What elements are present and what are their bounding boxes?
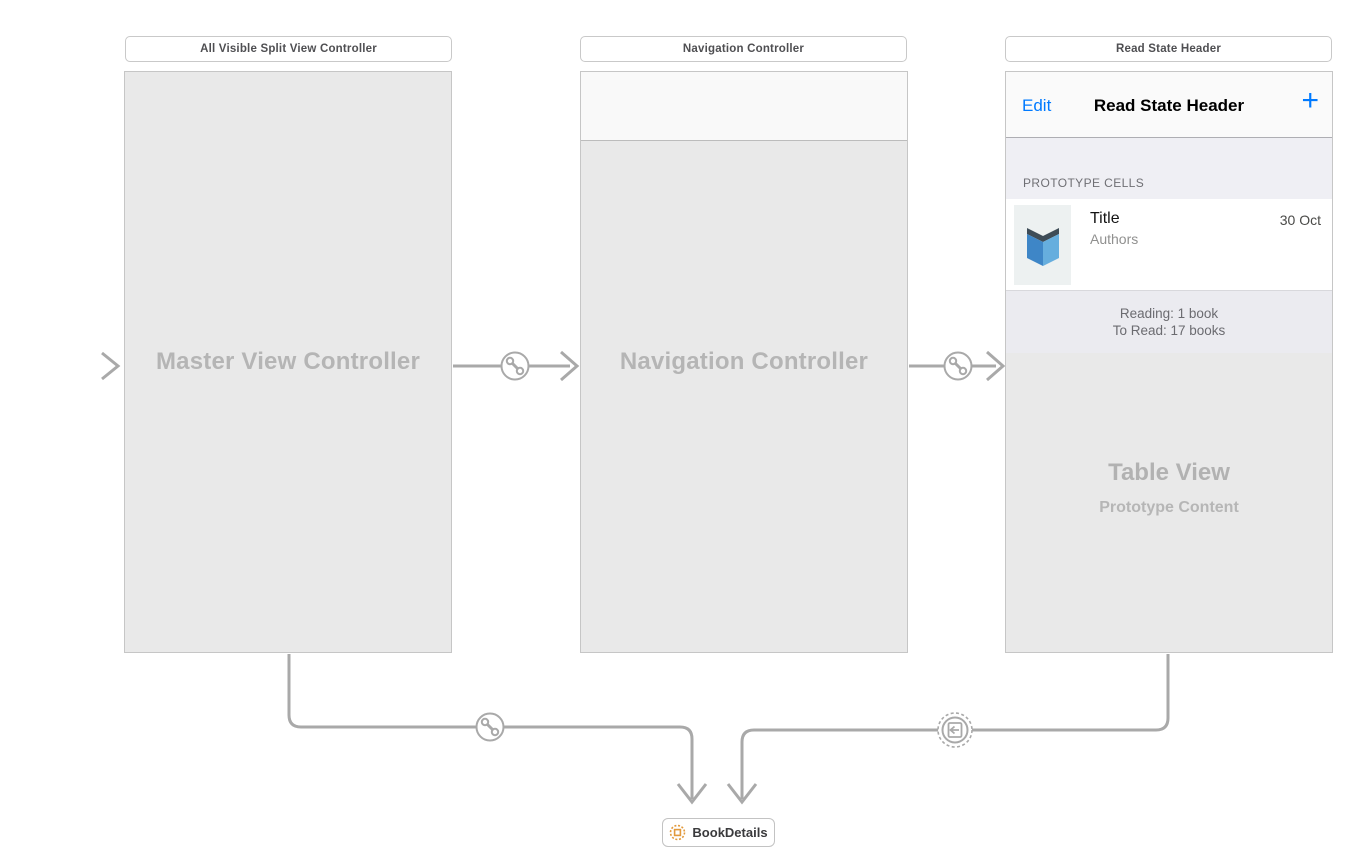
cell-date-label[interactable]: 30 Oct [1279, 212, 1321, 228]
scene-title-label: Read State Header [1115, 43, 1222, 55]
storyboard-reference-bookdetails[interactable]: BookDetails [662, 818, 775, 847]
relationship-segue-icon [948, 356, 968, 376]
read-state-summary-section[interactable]: Reading: 1 book To Read: 17 books [1006, 291, 1332, 353]
segue-nav-to-root[interactable] [909, 350, 1006, 382]
segue-split-to-bookdetails[interactable] [287, 654, 708, 805]
navigation-controller-frame[interactable]: Navigation Controller [580, 71, 908, 653]
segue-table-to-bookdetails[interactable] [726, 654, 1170, 805]
storyboard-reference-segue-icon [947, 722, 963, 738]
storyboard-reference-icon [670, 824, 686, 841]
scene-title-label: Navigation Controller [682, 43, 805, 55]
add-button[interactable]: + [1301, 84, 1319, 117]
relationship-segue-icon [505, 356, 525, 376]
navigation-controller-label: Navigation Controller [619, 348, 869, 375]
edit-button[interactable]: Edit [1022, 96, 1052, 115]
cell-title-label[interactable]: Title [1090, 210, 1120, 227]
book-thumbnail[interactable] [1014, 205, 1071, 285]
table-view-label: Table View [1108, 458, 1230, 486]
cell-authors-label[interactable]: Authors [1090, 231, 1139, 247]
prototype-cell[interactable]: Title Authors 30 Oct [1006, 199, 1332, 291]
scene-titlebar-navigation-controller[interactable]: Navigation Controller [580, 36, 907, 62]
split-view-controller-frame[interactable]: Master View Controller [124, 71, 452, 653]
relationship-segue-icon [480, 717, 500, 737]
navigation-bar-placeholder[interactable] [581, 72, 907, 141]
segue-split-to-nav[interactable] [453, 350, 580, 382]
summary-line-1: Reading: 1 book [1119, 306, 1219, 321]
scene-titlebar-read-state-header[interactable]: Read State Header [1005, 36, 1332, 62]
storyboard-reference-label: BookDetails [692, 825, 768, 840]
navigation-bar[interactable]: Edit Read State Header + [1006, 72, 1332, 138]
prototype-content-label: Prototype Content [1099, 498, 1239, 516]
scene-title-label: All Visible Split View Controller [200, 43, 377, 55]
summary-line-2: To Read: 17 books [1112, 323, 1226, 338]
table-view-controller-frame[interactable]: Edit Read State Header + PROTOTYPE CELLS… [1005, 71, 1333, 653]
table-view-placeholder[interactable]: Table View Prototype Content [1006, 353, 1332, 652]
scene-titlebar-split-view-controller[interactable]: All Visible Split View Controller [125, 36, 452, 62]
prototype-cells-section-header: PROTOTYPE CELLS [1006, 138, 1332, 199]
nav-title[interactable]: Read State Header [1093, 96, 1245, 115]
master-view-controller-label: Master View Controller [155, 348, 421, 375]
section-header-label: PROTOTYPE CELLS [1023, 176, 1145, 190]
book-icon [1026, 228, 1059, 266]
initial-view-controller-arrow[interactable] [30, 351, 121, 381]
